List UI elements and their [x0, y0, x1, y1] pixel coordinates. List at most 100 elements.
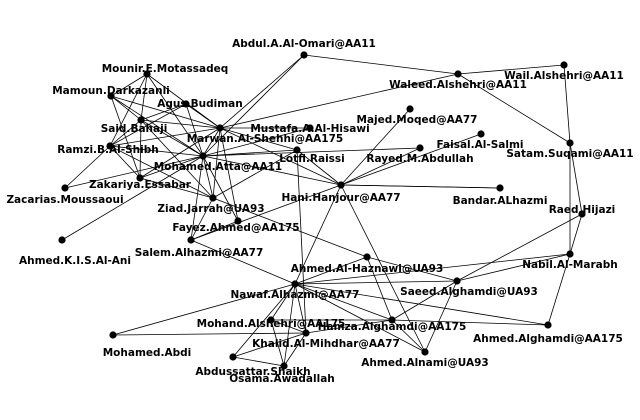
edge-marwan-hanjour: [219, 127, 342, 186]
node-abdi[interactable]: [109, 331, 117, 339]
node-zakariya[interactable]: [136, 174, 144, 182]
node-moussaoui[interactable]: [61, 184, 69, 192]
edge-atta-fayez: [202, 155, 239, 222]
edge-marwan-jarrah: [212, 127, 221, 199]
node-label-moqed: Majed.Moqed@AA77: [357, 114, 478, 126]
edge-ramzi-marwan: [109, 127, 221, 147]
node-label-mohand: Mohand.Alshehri@AA175: [197, 318, 346, 330]
edge-nawaf-abdi: [112, 283, 296, 336]
node-hanjour[interactable]: [337, 181, 345, 189]
node-rayed[interactable]: [416, 144, 424, 152]
edge-salem-fayez: [190, 220, 239, 241]
edge-nawaf-shaikh: [232, 283, 296, 358]
edge-ramzi-atta: [109, 145, 204, 157]
edge-mohand-khalid: [270, 319, 307, 334]
edge-wail-satam: [563, 64, 571, 144]
node-label-jarrah: Ziad.Jarrah@UA93: [157, 203, 264, 215]
node-label-ramzi: Ramzi.B.Al-Shibh: [57, 144, 159, 156]
edge-omari-marwan: [219, 54, 305, 129]
node-hamza[interactable]: [388, 316, 396, 324]
edge-marwan-lotfi: [219, 127, 298, 151]
node-salem[interactable]: [187, 236, 195, 244]
edge-saeed-hamza: [391, 280, 458, 321]
edge-saeed-alnami: [424, 280, 458, 353]
edge-lotfi-jarrah: [212, 149, 298, 199]
node-raed[interactable]: [578, 210, 586, 218]
edges-layer: [61, 54, 583, 367]
node-haznawi[interactable]: [363, 253, 371, 261]
edge-ramzi-zakariya: [109, 145, 141, 179]
node-omari[interactable]: [300, 51, 308, 59]
edge-hamza-khalid: [305, 319, 393, 334]
node-saidb[interactable]: [137, 116, 145, 124]
node-label-moussaoui: Zacarias.Moussaoui: [6, 194, 123, 206]
edge-raed-marabh: [569, 213, 583, 255]
node-shaikh[interactable]: [229, 353, 237, 361]
edge-omari-atta: [202, 54, 305, 157]
node-marwan[interactable]: [216, 124, 224, 132]
node-moqed[interactable]: [406, 105, 414, 113]
node-label-wail: Wail.Alshehri@AA11: [504, 70, 624, 82]
edge-marabh-saeed: [456, 253, 571, 282]
node-satam[interactable]: [566, 139, 574, 147]
edge-rayed-hanjour: [340, 147, 421, 186]
node-mohand[interactable]: [267, 316, 275, 324]
edge-kisalani-atta: [61, 155, 204, 241]
edge-moqed-hanjour: [340, 108, 411, 186]
edge-waleed-satam: [457, 73, 571, 144]
edge-marwan-atta: [202, 127, 221, 157]
edge-jarrah-zakariya: [139, 177, 214, 199]
node-saeed[interactable]: [453, 277, 461, 285]
node-nawaf[interactable]: [291, 280, 299, 288]
edge-agus-marwan: [185, 103, 221, 129]
edge-nawaf-mohand: [270, 283, 296, 321]
node-jarrah[interactable]: [209, 194, 217, 202]
node-alnami[interactable]: [421, 348, 429, 356]
node-label-saidb: Said.Bahaji: [101, 123, 168, 135]
node-label-marwan: Marwan.Al-Shehhi@AA175: [187, 133, 343, 145]
node-label-kisalani: Ahmed.K.I.S.Al-Ani: [19, 255, 131, 267]
edge-khalid-osama: [283, 332, 307, 367]
node-khalid[interactable]: [302, 329, 310, 337]
node-agus[interactable]: [182, 100, 190, 108]
edge-mounir-mamoun: [110, 73, 148, 97]
node-label-raed: Raed.Hijazi: [549, 204, 616, 216]
edge-satam-raed: [569, 142, 583, 215]
edge-mamoun-marwan: [110, 95, 221, 129]
node-waleed[interactable]: [454, 70, 462, 78]
node-label-bandar: Bandar.ALhazmi: [453, 195, 548, 207]
edge-mohand-osama: [270, 319, 285, 367]
node-label-hisawi: Mustafa.A.Al-Hisawi: [250, 123, 369, 135]
edge-atta-moussaoui: [64, 155, 204, 189]
node-bandar[interactable]: [496, 184, 504, 192]
node-fayez[interactable]: [234, 217, 242, 225]
node-ramzi[interactable]: [106, 142, 114, 150]
node-osama[interactable]: [280, 362, 288, 370]
edge-saidb-jarrah: [140, 119, 214, 199]
node-salmi[interactable]: [477, 130, 485, 138]
node-mamoun[interactable]: [107, 92, 115, 100]
edge-hamza-alnami: [391, 319, 426, 353]
node-mounir[interactable]: [143, 70, 151, 78]
edge-waleed-wail: [457, 64, 565, 75]
node-label-abdi: Mohamed.Abdi: [103, 347, 192, 359]
edge-hisawi-atta: [202, 127, 311, 157]
node-label-waleed: Waleed.Alshehri@AA11: [389, 79, 527, 91]
edge-hanjour-salem: [190, 184, 342, 241]
edge-haznawi-hamza: [366, 256, 393, 321]
node-atta[interactable]: [199, 152, 207, 160]
edge-saidb-marwan: [140, 119, 221, 129]
node-ahmedg[interactable]: [544, 321, 552, 329]
node-lotfi[interactable]: [293, 146, 301, 154]
node-hisawi[interactable]: [306, 124, 314, 132]
node-label-marabh: Nabil.Al-Marabh: [522, 259, 617, 271]
edge-atta-rayed: [202, 147, 421, 157]
edge-haznawi-saeed: [366, 256, 458, 282]
edge-marabh-nawaf: [294, 253, 571, 285]
node-label-saeed: Saeed.Alghamdi@UA93: [400, 286, 538, 298]
node-kisalani[interactable]: [58, 236, 66, 244]
node-label-salem: Salem.Alhazmi@AA77: [135, 247, 264, 259]
edge-agus-saidb: [140, 103, 187, 121]
node-marabh[interactable]: [566, 250, 574, 258]
node-wail[interactable]: [560, 61, 568, 69]
